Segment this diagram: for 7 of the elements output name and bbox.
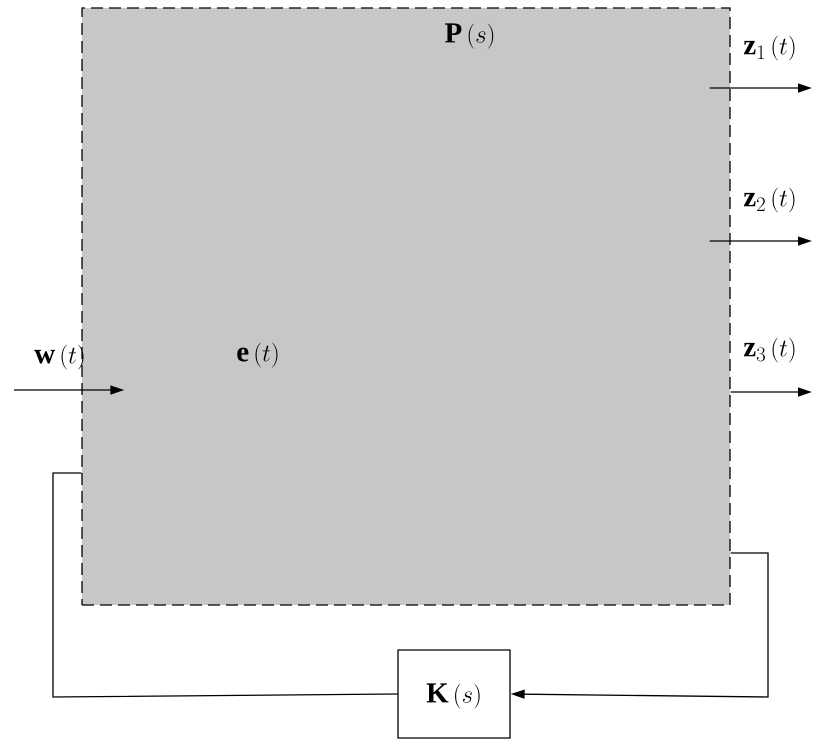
signal-label: $\mathbf{z}_3\left(t\right)$ [744, 338, 794, 362]
connector-line [52, 472, 398, 698]
signal-label: $\mathbf{w}\left(t\right)$ [34, 344, 84, 370]
controller-box: $\mathbf{K}\left(s\right)$ [397, 649, 511, 739]
signal-label: $\mathbf{e}\left(t\right)$ [237, 342, 278, 368]
signal-label: $\mathbf{z}_1\left(t\right)$ [744, 36, 794, 60]
signal-label: $\mathbf{z}_2\left(t\right)$ [744, 188, 794, 212]
